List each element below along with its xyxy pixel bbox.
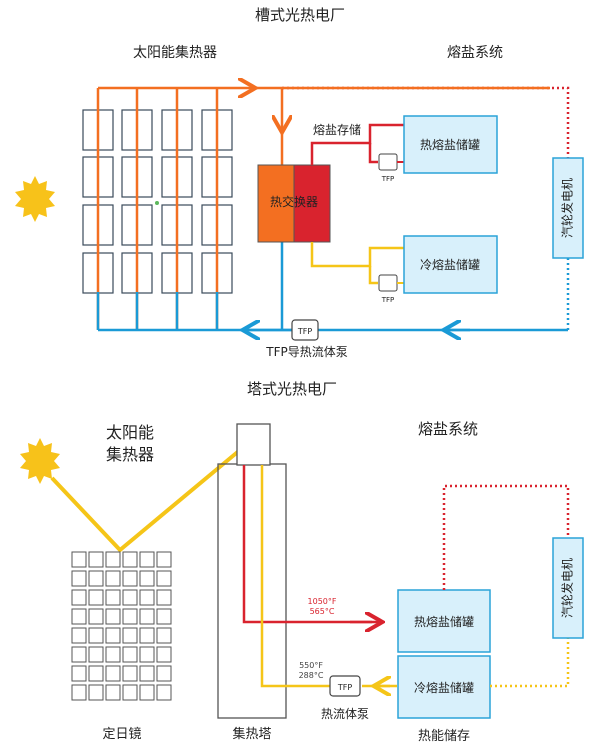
main-pump-label: TFP bbox=[297, 327, 312, 336]
bottom-hot-tank-label: 热熔盐储罐 bbox=[414, 614, 474, 629]
heat-exchanger bbox=[257, 164, 331, 243]
tower-solar-label-2: 集热器 bbox=[106, 445, 154, 464]
bottom-title: 塔式光热电厂 bbox=[247, 380, 337, 398]
cold-salt-pipe bbox=[310, 242, 404, 268]
hot-salt-pipe bbox=[242, 465, 372, 624]
pump-icon bbox=[378, 274, 398, 292]
receiver-head bbox=[236, 423, 271, 466]
tower-label: 集热塔 bbox=[232, 726, 271, 742]
sun-icon bbox=[20, 438, 60, 484]
hot-salt-tank bbox=[403, 115, 498, 174]
hot-temp-c: 565°C bbox=[310, 607, 335, 616]
collector-center-dot bbox=[155, 201, 159, 205]
hot-htf-pipes bbox=[96, 88, 282, 330]
cold-salt-tank bbox=[403, 235, 498, 294]
hot-salt-tank bbox=[397, 589, 491, 653]
bottom-molten-salt-label: 熔盐系统 bbox=[418, 420, 478, 438]
top-title: 槽式光热电厂 bbox=[255, 6, 345, 24]
cold-salt-pipe bbox=[260, 465, 330, 688]
solar-ray bbox=[50, 448, 242, 553]
turbine-generator bbox=[552, 537, 584, 639]
pump-caption: TFP导热流体泵 bbox=[265, 345, 347, 359]
heat-exchanger-label: 热交换器 bbox=[270, 194, 318, 209]
bottom-turbine-label: 汽轮发电机 bbox=[560, 558, 575, 618]
cold-salt-tank bbox=[397, 655, 491, 719]
hot-tank-label: 热熔盐储罐 bbox=[420, 137, 480, 152]
hot-fluid-pump-icon bbox=[329, 675, 361, 697]
cold-temp-c: 288°C bbox=[299, 671, 324, 680]
sun-icon bbox=[15, 176, 55, 222]
cold-temp-f: 550°F bbox=[299, 661, 323, 670]
top-solar-collector-label: 太阳能集热器 bbox=[133, 44, 217, 61]
steam-line bbox=[442, 484, 570, 590]
heliostat-field bbox=[71, 551, 172, 701]
main-pump-icon bbox=[291, 319, 319, 341]
heliostat-label: 定日镜 bbox=[102, 727, 141, 742]
tower-solar-label-1: 太阳能 bbox=[106, 423, 154, 442]
receiver-tower bbox=[217, 463, 287, 719]
thermal-storage-label: 热能储存 bbox=[418, 729, 470, 744]
cold-htf-pipes bbox=[96, 242, 568, 330]
salt-storage-label: 熔盐存储 bbox=[313, 122, 361, 137]
bottom-cold-tank-label: 冷熔盐储罐 bbox=[414, 680, 474, 695]
hot-temp-f: 1050°F bbox=[308, 597, 337, 606]
cold-tank-label: 冷熔盐储罐 bbox=[420, 257, 480, 272]
tfp-small-label-2: TFP bbox=[381, 296, 395, 304]
bottom-pump-label: TFP bbox=[337, 683, 352, 692]
condensate-line bbox=[490, 638, 570, 688]
top-molten-salt-system-label: 熔盐系统 bbox=[447, 45, 503, 61]
turbine-label: 汽轮发电机 bbox=[560, 178, 575, 238]
bottom-pump-caption: 热流体泵 bbox=[321, 707, 369, 721]
turbine-generator bbox=[552, 157, 584, 259]
tfp-small-label-1: TFP bbox=[381, 175, 395, 183]
pump-icon bbox=[378, 153, 398, 171]
